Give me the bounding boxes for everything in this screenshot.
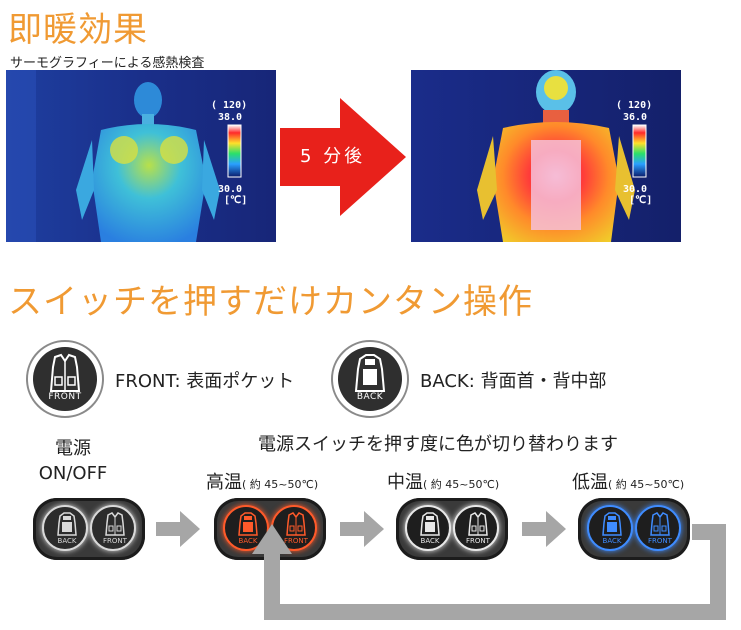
scale-unit: [℃] (629, 195, 652, 206)
mode-label-high: 高温( 約 45~50℃) (206, 468, 318, 494)
back-button-label: BACK (238, 537, 258, 545)
front-vest-outline (286, 512, 306, 536)
thermal-image-after: ( 120) 36.0 30.0 [℃] (411, 70, 681, 242)
front-vest-pocket (289, 525, 295, 532)
back-button-label: BACK (57, 537, 77, 545)
back-vest-neck-pad (244, 516, 252, 520)
back-button-label: BACK (420, 537, 440, 545)
front-description: FRONT: 表面ポケット (115, 371, 295, 392)
back-vest-neck-pad (426, 516, 434, 520)
back-vest-neck-pad (608, 516, 616, 520)
back-button[interactable]: BACK (405, 505, 451, 551)
front-button-label: FRONT (103, 537, 127, 545)
back-vest-back-pad (243, 522, 253, 532)
back-vest-back-pad (607, 522, 617, 532)
scale-top-label: ( 120) (211, 100, 247, 111)
back-vest-outline (602, 512, 622, 536)
front-icon-label: FRONT (48, 392, 82, 402)
arrow-right-icon (522, 511, 566, 551)
front-button[interactable]: FRONT (90, 505, 136, 551)
mode-range: ( 約 45~50℃) (242, 478, 319, 491)
front-vest-pocket (471, 525, 477, 532)
scale-max-value: 36.0 (623, 112, 647, 123)
back-vest-outline (57, 512, 77, 536)
power-switch-mid[interactable]: BACK FRONT (396, 498, 508, 560)
mode-label-low: 低温( 約 45~50℃) (572, 468, 684, 494)
power-switch-off[interactable]: BACK FRONT (33, 498, 145, 560)
front-vest-outline (105, 512, 125, 536)
back-button-label: BACK (602, 537, 622, 545)
mode-name: 高温 (206, 472, 242, 493)
mode-label-mid: 中温( 約 45~50℃) (387, 468, 499, 494)
back-vest-icon: BACK (331, 340, 409, 418)
front-vest-pocket (297, 525, 303, 532)
front-vest-pocket (108, 525, 114, 532)
front-vest-pocket (653, 525, 659, 532)
section-title-easy-operation: スイッチを押すだけカンタン操作 (8, 282, 533, 322)
power-label: 電源 ON/OFF (38, 436, 108, 486)
scale-unit: [℃] (224, 195, 247, 206)
mode-range: ( 約 45~50℃) (423, 478, 500, 491)
arrow-right-icon (340, 511, 384, 551)
power-label-line2: ON/OFF (38, 463, 108, 484)
mode-range: ( 約 45~50℃) (608, 478, 685, 491)
front-button-label: FRONT (648, 537, 672, 545)
front-vest-icon: FRONT (26, 340, 104, 418)
back-vest-neck-pad (63, 516, 71, 520)
back-vest-outline (420, 512, 440, 536)
back-icon-label: BACK (356, 392, 384, 402)
loop-back-arrow-icon (250, 520, 730, 630)
back-vest-back-pad (62, 522, 72, 532)
back-button[interactable]: BACK (42, 505, 88, 551)
switch-instruction: 電源スイッチを押す度に色が切り替わります (258, 434, 618, 455)
scale-top-label: ( 120) (616, 100, 652, 111)
back-description: BACK: 背面首・背中部 (420, 371, 607, 392)
thermal-image-before: ( 120) 38.0 30.0 [℃] (6, 70, 276, 242)
back-button[interactable]: BACK (587, 505, 633, 551)
power-switch-low[interactable]: BACK FRONT (578, 498, 690, 560)
big-red-arrow-icon (280, 98, 408, 220)
scale-min-value: 30.0 (218, 184, 242, 195)
back-vest-outline (238, 512, 258, 536)
arrow-right-icon (156, 511, 200, 551)
front-button[interactable]: FRONT (635, 505, 681, 551)
front-button[interactable]: FRONT (453, 505, 499, 551)
thermography-caption: サーモグラフィーによる感熱検査 (10, 56, 205, 71)
scale-min-value: 30.0 (623, 184, 647, 195)
front-vest-pocket (661, 525, 667, 532)
mode-name: 低温 (572, 472, 608, 493)
front-vest-pocket (116, 525, 122, 532)
front-vest-outline (468, 512, 488, 536)
front-vest-outline (650, 512, 670, 536)
power-label-line1: 電源 (55, 438, 91, 459)
back-vest-back-pad (425, 522, 435, 532)
front-button-label: FRONT (466, 537, 490, 545)
scale-max-value: 38.0 (218, 112, 242, 123)
front-vest-pocket (479, 525, 485, 532)
mode-name: 中温 (387, 472, 423, 493)
front-button-label: FRONT (284, 537, 308, 545)
section-title-instant-warmth: 即暖効果 (8, 10, 148, 50)
five-minutes-later-label: 5 分後 (300, 146, 366, 167)
